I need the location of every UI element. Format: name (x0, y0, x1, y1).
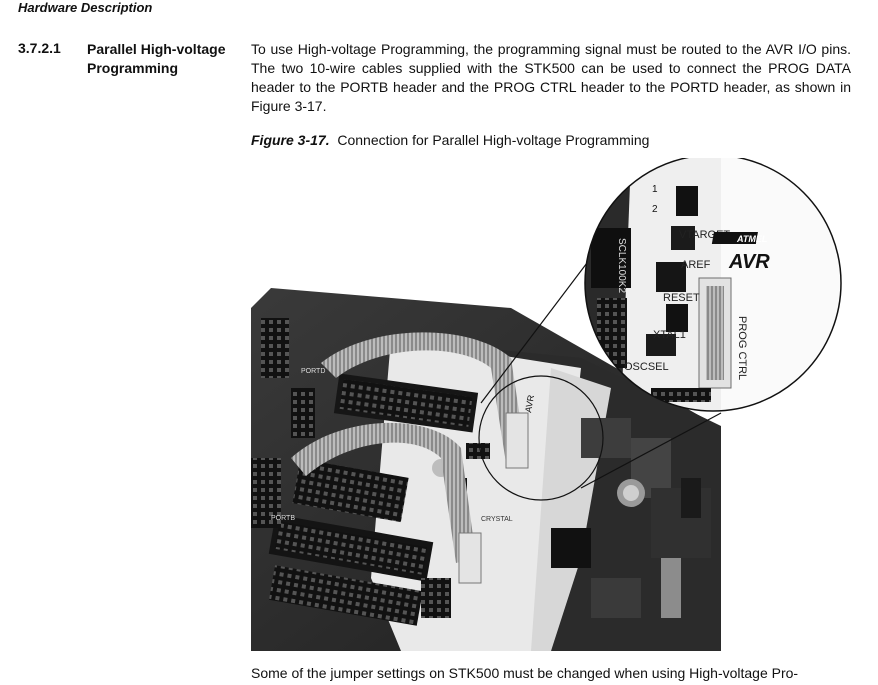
label-avr-small: AVR (523, 394, 536, 414)
avr-logo: AVR (728, 251, 770, 273)
label-jumper-1: 1 (652, 184, 658, 195)
label-oscsel: OSCSEL (624, 361, 669, 373)
atmel-logo: ATMEL AVR (711, 232, 770, 273)
ribbon-cable-portd (291, 422, 482, 584)
label-aref: AREF (681, 259, 711, 271)
label-prog-ctrl: PROG CTRL (736, 316, 748, 380)
board-photo: AVR PORTB PORTD CRYSTAL (251, 158, 842, 651)
body-paragraph: To use High-voltage Programming, the pro… (251, 41, 851, 114)
figure-3-17: AVR PORTB PORTD CRYSTAL (251, 158, 844, 651)
zoom-source-circle (478, 375, 604, 501)
figure-caption-text: Connection for Parallel High-voltage Pro… (337, 132, 650, 148)
label-sclk: SCLK100K2 (616, 238, 627, 293)
callout-line-bottom (580, 412, 722, 489)
label-portd: PORTD (301, 368, 325, 375)
pcb-board (251, 288, 721, 651)
running-header: Hardware Description (18, 0, 153, 15)
figure-label: Figure 3-17. (251, 132, 330, 148)
label-portb: PORTB (271, 515, 295, 522)
figure-caption: Figure 3-17. Connection for Parallel Hig… (251, 132, 649, 148)
section-title: Parallel High-voltage Programming (87, 41, 226, 76)
label-jumper-2: 2 (652, 204, 658, 215)
label-xtal1: XTAL1 (653, 329, 686, 341)
footer-paragraph: Some of the jumper settings on STK500 mu… (251, 665, 799, 681)
svg-text:ATMEL: ATMEL (736, 234, 767, 244)
label-crystal: CRYSTAL (481, 516, 513, 523)
label-reset: RESET (663, 292, 700, 304)
ribbon-cable-portb (321, 332, 529, 469)
section-number: 3.7.2.1 (18, 40, 61, 56)
